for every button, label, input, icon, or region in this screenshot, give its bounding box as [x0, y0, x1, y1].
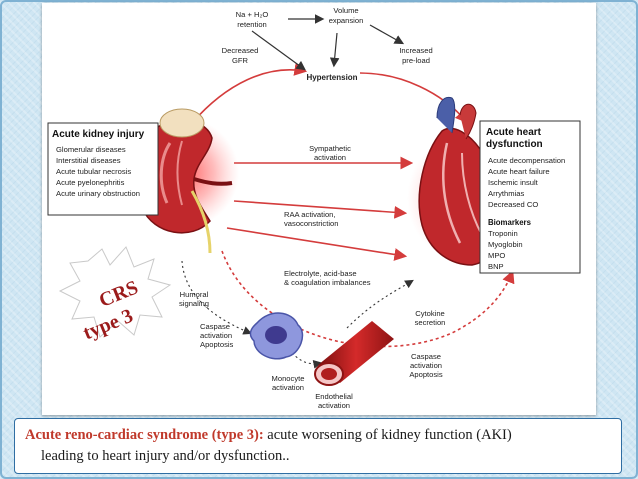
- arc-kidney-to-hypertension: [191, 63, 308, 124]
- biomarker-item: Troponin: [488, 229, 518, 238]
- kidney-box-item: Glomerular diseases: [56, 145, 126, 154]
- label-increased-preload: pre-load: [402, 56, 430, 65]
- label-monocyte: activation: [272, 383, 304, 392]
- biomarker-item: Myoglobin: [488, 240, 523, 249]
- kidney-box-item: Acute pyelonephritis: [56, 178, 125, 187]
- label-caspase-left: Caspase: [200, 322, 230, 331]
- heart-info-box: Acute heart dysfunction Acute decompensa…: [479, 120, 581, 274]
- arrow-cytokine: [346, 279, 414, 329]
- arc-hypertension-to-heart: [359, 72, 469, 124]
- label-caspase-right: activation: [410, 361, 442, 370]
- biomarkers-title: Biomarkers: [488, 218, 532, 227]
- label-na-h2o: Na + H₂O: [236, 10, 269, 19]
- caption-line2: leading to heart injury and/or dysfuncti…: [41, 448, 290, 464]
- biomarker-item: BNP: [488, 262, 504, 271]
- label-raa: vasoconstriction: [284, 219, 338, 228]
- heart-box-item: Ischemic insult: [488, 178, 539, 187]
- arrow-raa: [233, 200, 408, 219]
- arrow-monocyte-to-vessel: [291, 352, 323, 369]
- arrow-electrolyte: [226, 227, 408, 261]
- label-sympathetic: activation: [314, 153, 346, 162]
- label-caspase-left: Apoptosis: [200, 340, 234, 349]
- heart-box-item: Decreased CO: [488, 200, 538, 209]
- label-caspase-right: Caspase: [411, 352, 441, 361]
- label-raa: RAA activation,: [284, 210, 336, 219]
- label-volume-expansion: expansion: [329, 16, 364, 25]
- label-endothelial: activation: [318, 401, 350, 410]
- label-humoral: signaling: [179, 299, 209, 308]
- label-caspase-left: activation: [200, 331, 232, 340]
- label-cytokine: Cytokine: [415, 309, 445, 318]
- monocyte-cell: [249, 312, 304, 360]
- caption-line1: Acute reno-cardiac syndrome (type 3): ac…: [25, 425, 613, 446]
- label-sympathetic: Sympathetic: [309, 144, 351, 153]
- label-cytokine: secretion: [415, 318, 446, 327]
- label-caspase-right: Apoptosis: [409, 370, 443, 379]
- heart-box-item: Arrythmias: [488, 189, 524, 198]
- endothelial-vessel: [314, 321, 394, 386]
- label-humoral: Humoral: [180, 290, 209, 299]
- label-endothelial: Endothelial: [315, 392, 353, 401]
- pathway-labels: Na + H₂O retention Volume expansion Decr…: [179, 6, 445, 410]
- arc-bottom: [221, 250, 515, 348]
- kidney-box-item: Interstitial diseases: [56, 156, 121, 165]
- caption-highlight: Acute reno-cardiac syndrome (type 3):: [25, 427, 264, 443]
- arrow-na-to-hypertension: [251, 30, 306, 71]
- kidney-box-item: Acute urinary obstruction: [56, 189, 140, 198]
- kidney-box-title: Acute kidney injury: [52, 129, 145, 140]
- heart-box-title: dysfunction: [486, 139, 543, 150]
- figure-panel: Acute kidney injury Glomerular diseases …: [42, 3, 596, 415]
- label-hypertension: Hypertension: [306, 73, 357, 82]
- label-na-h2o: retention: [237, 20, 267, 29]
- label-decreased-gfr: GFR: [232, 56, 249, 65]
- label-electrolyte: & coagulation imbalances: [284, 278, 371, 287]
- heart-box-title: Acute heart: [486, 127, 542, 138]
- crs-type3-diagram: Acute kidney injury Glomerular diseases …: [47, 6, 581, 410]
- kidney-info-box: Acute kidney injury Glomerular diseases …: [47, 122, 159, 216]
- label-volume-expansion: Volume: [333, 6, 358, 15]
- label-monocyte: Monocyte: [272, 374, 305, 383]
- caption-line1-rest: acute worsening of kidney function (AKI): [263, 427, 512, 443]
- heart-box-item: Acute heart failure: [488, 167, 550, 176]
- arrow-volume-to-preload: [369, 24, 405, 45]
- kidney-box-item: Acute tubular necrosis: [56, 167, 131, 176]
- label-decreased-gfr: Decreased: [222, 46, 259, 55]
- biomarker-item: MPO: [488, 251, 505, 260]
- heart-box-item: Acute decompensation: [488, 156, 565, 165]
- arrow-volume-to-hypertension: [329, 32, 340, 68]
- label-increased-preload: Increased: [399, 46, 432, 55]
- caption-box: Acute reno-cardiac syndrome (type 3): ac…: [14, 418, 622, 474]
- crs-type3-stamp: CRS type 3: [58, 246, 172, 344]
- label-electrolyte: Electrolyte, acid-base: [284, 269, 357, 278]
